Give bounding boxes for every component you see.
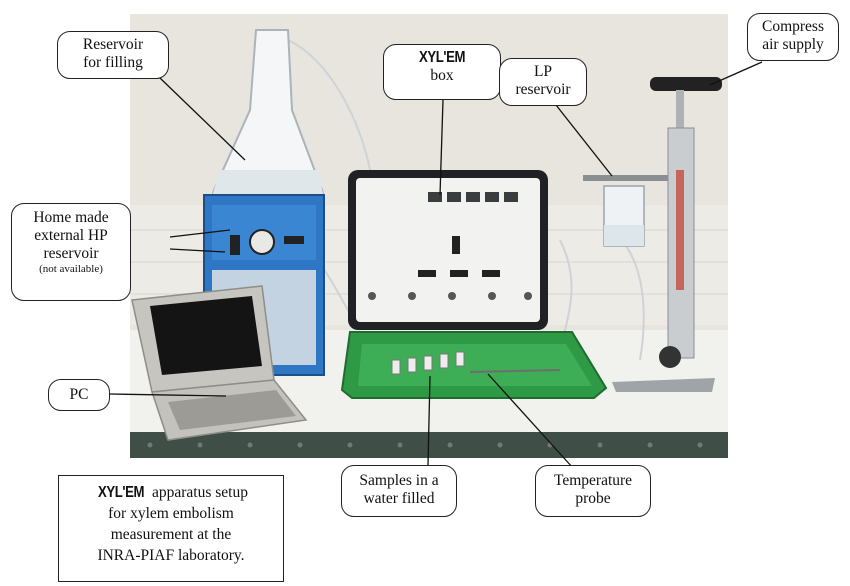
callout-lp-reservoir: LP reservoir	[499, 58, 587, 106]
callout-line: Compress	[762, 18, 824, 35]
lp-reservoir-beaker	[583, 175, 693, 247]
callout-line: box	[430, 67, 454, 84]
callout-temperature-probe: Temperature probe	[535, 465, 651, 517]
callout-line: Home made	[33, 209, 109, 226]
callout-line: reservoir	[43, 245, 99, 262]
laptop-pc	[131, 285, 308, 441]
callout-line: reservoir	[515, 81, 571, 98]
callout-line: external HP	[34, 227, 108, 244]
xylem-brand: XYL'EM	[419, 49, 465, 66]
callout-samples: Samples in a water filled	[341, 465, 457, 517]
figure-caption: XYL'EM apparatus setup for xylem embolis…	[58, 475, 284, 582]
callout-line: Temperature	[553, 472, 633, 489]
xylem-device	[348, 170, 548, 330]
callout-line: water filled	[363, 490, 435, 507]
callout-line: PC	[69, 386, 89, 403]
callout-compress-air-supply: Compress air supply	[747, 13, 839, 61]
air-pump	[612, 77, 722, 392]
callout-note: (not available)	[39, 263, 103, 275]
caption-brand: XYL'EM	[98, 484, 145, 501]
caption-line: measurement at the	[110, 526, 232, 543]
callout-line: probe	[575, 490, 611, 507]
green-water-tray	[340, 331, 608, 399]
caption-line: INRA-PIAF laboratory.	[97, 547, 245, 564]
callout-xylem-box: XYL'EM box	[383, 44, 501, 100]
callout-line: for filling	[83, 54, 143, 71]
callout-line: Reservoir	[82, 36, 144, 53]
callout-pc: PC	[48, 379, 110, 411]
callout-home-made-hp-reservoir: Home made external HP reservoir (not ava…	[11, 203, 131, 301]
caption-line: apparatus setup	[148, 484, 248, 501]
callout-reservoir-for-filling: Reservoir for filling	[57, 31, 169, 79]
callout-line: air supply	[762, 36, 824, 53]
caption-line: for xylem embolism	[108, 505, 234, 522]
callout-line: LP	[533, 63, 553, 80]
callout-line: Samples in a	[359, 472, 439, 489]
